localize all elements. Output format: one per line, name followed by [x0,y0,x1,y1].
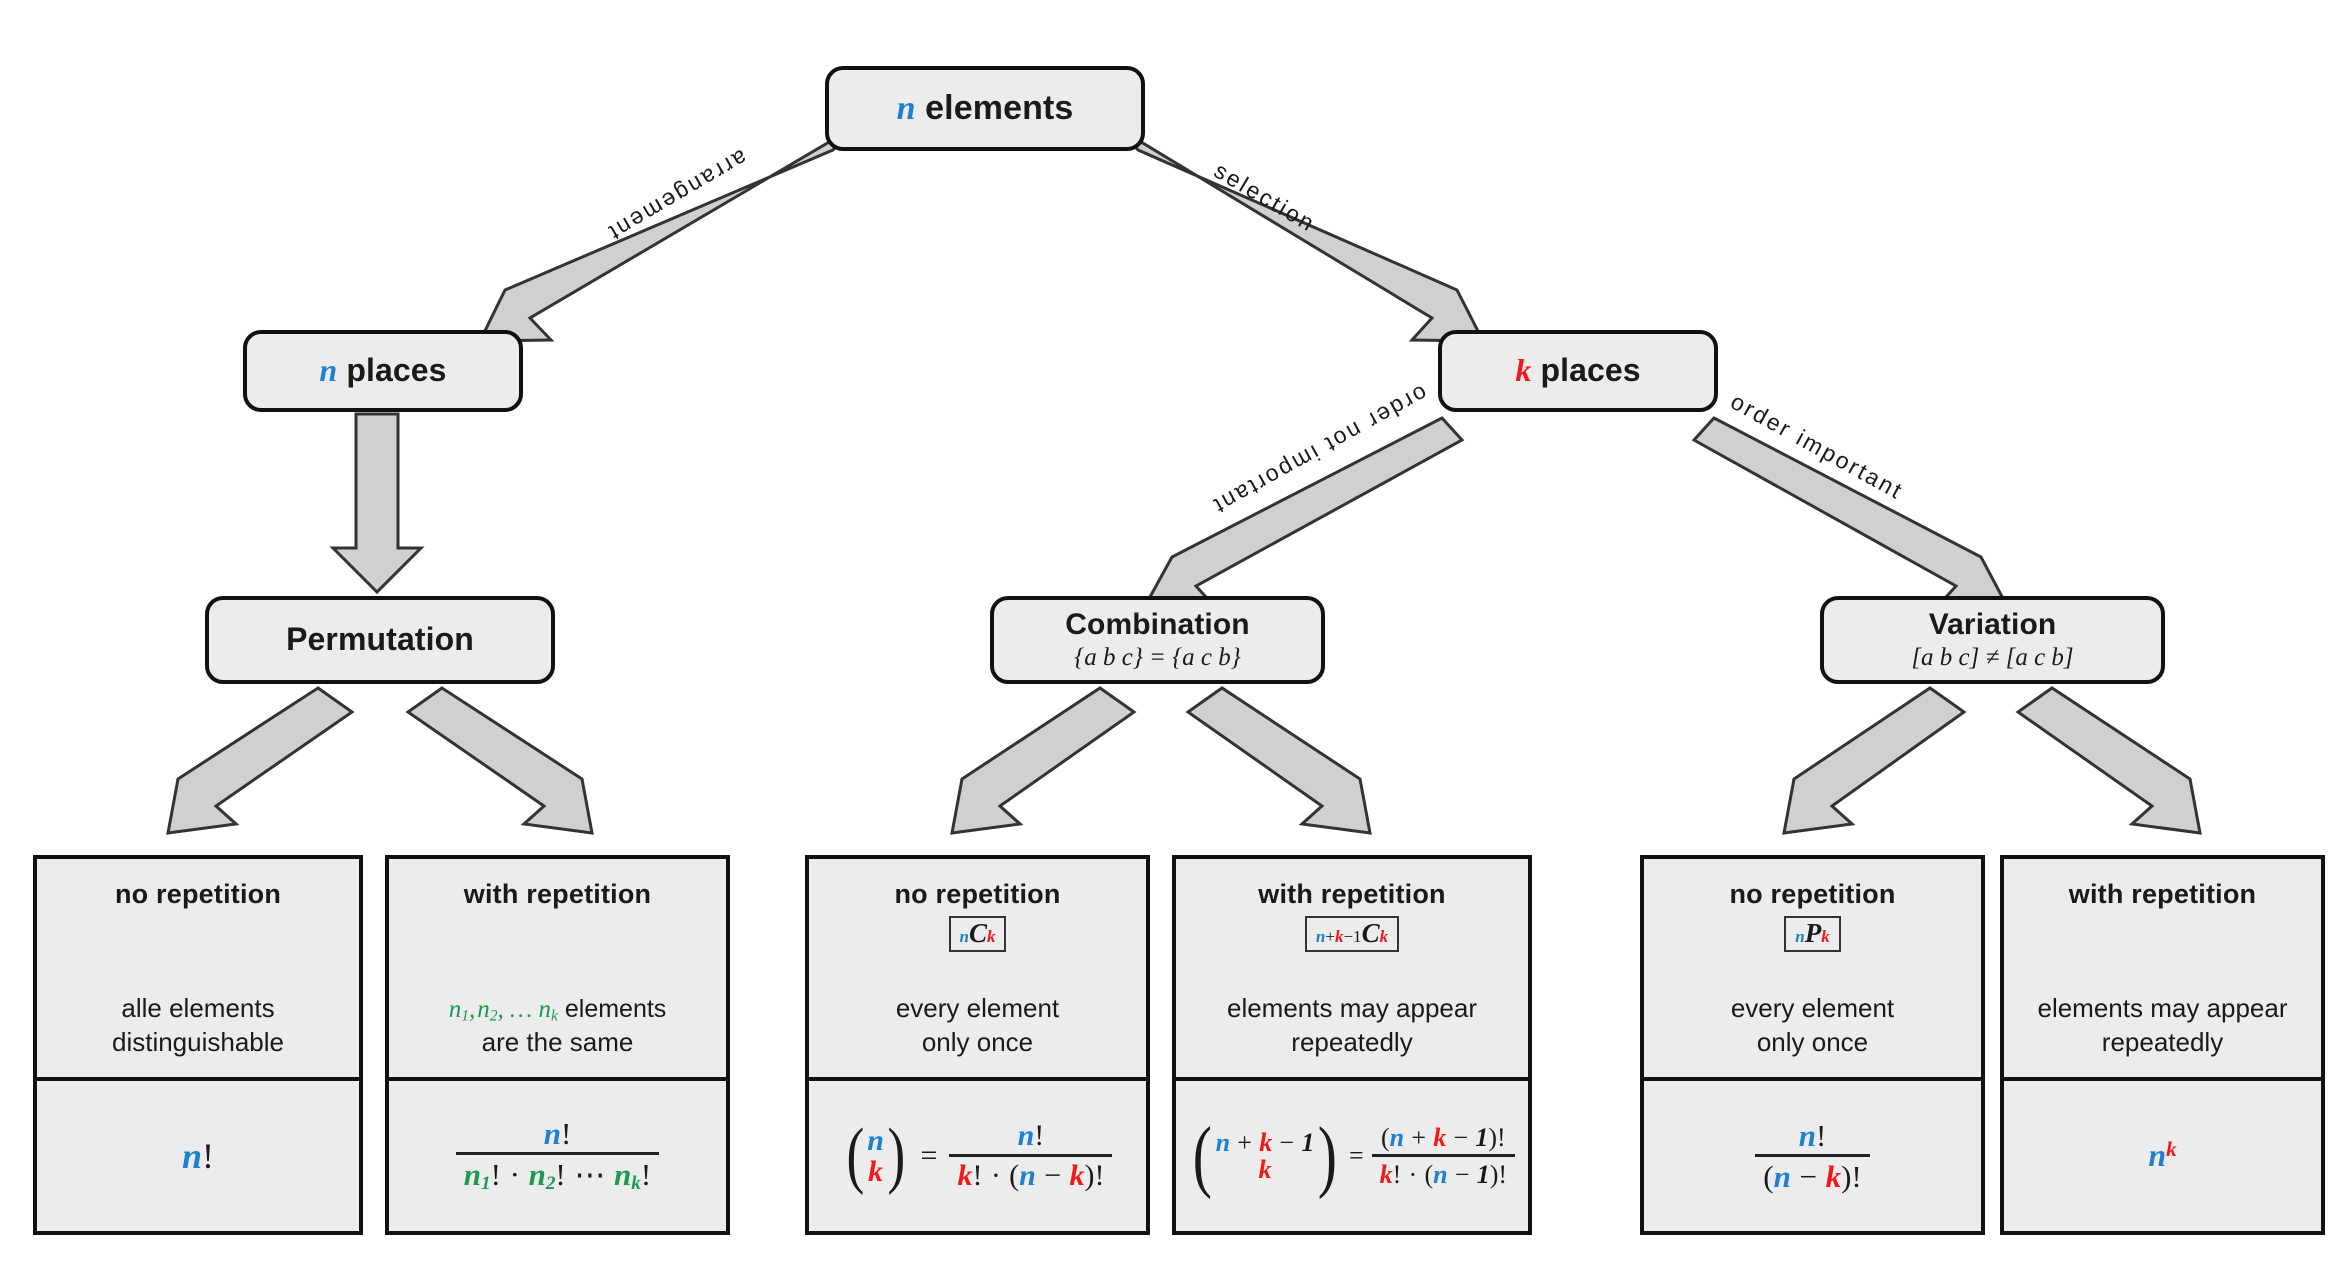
leaf-head: with repetition [1258,879,1446,909]
leaf-formula: n! n1! · n2! ⋯ nk! [389,1077,726,1231]
fraction: n! k! · (n − k)! [949,1118,1113,1193]
fraction-numerator: n! [1017,1118,1045,1152]
fraction-denominator: n1! · n2! ⋯ nk! [455,1152,660,1195]
fraction: n! (n − k)! [1755,1117,1870,1194]
arrow-combination-to-leaf-2 [950,686,1137,835]
leaf-variation-no-repetition[interactable]: no repetition nPk every element only onc… [1640,855,1985,1235]
power-n-to-k: nk [2148,1137,2177,1174]
leaf-description-line2: repeatedly [2101,1026,2224,1057]
fraction-denominator: (n − k)! [1755,1154,1870,1193]
fraction-denominator: k! · (n − k)! [949,1154,1113,1192]
binomial-coefficient: ( n k ) [845,1114,906,1197]
node-n-elements-label: elements [925,88,1074,127]
leaf-notation-nCk: nCk [948,916,1007,952]
leaf-permutation-no-repetition[interactable]: no repetition alle elements distinguisha… [33,855,363,1235]
variable-n: n [896,89,916,127]
leaf-head: no repetition [1729,879,1896,909]
arrow-n-places-to-permutation [329,412,425,595]
leaf-description-line2: are the same [481,1026,634,1057]
node-variation-example: [a b c] ≠ [a c b] [1911,643,2074,671]
node-n-elements[interactable]: n elements [825,66,1145,151]
arrow-k-places-to-variation [1691,416,2010,609]
leaf-description-line2: only once [1756,1026,1869,1057]
binomial-coefficient: ( n + k − 1 k ) [1192,1112,1338,1200]
node-k-places[interactable]: k places [1438,330,1718,412]
node-permutation[interactable]: Permutation [205,596,555,684]
symbol-factorial: ! [202,1136,215,1176]
leaf-combination-with-repetition[interactable]: with repetition n+k−1Ck elements may app… [1172,855,1532,1235]
leaf-description: alle elements distinguishable [37,992,359,1059]
leaf-formula: ( n + k − 1 k ) = (n + k − 1)! [1176,1077,1528,1231]
leaf-permutation-with-repetition[interactable]: with repetition n1, n2, … nk elements ar… [385,855,730,1235]
leaf-description: every element only once [809,992,1146,1059]
leaf-description: elements may appear repeatedly [1176,992,1528,1059]
leaf-formula: n! [37,1077,359,1231]
leaf-upper: no repetition nPk every element only onc… [1644,859,1981,1077]
fraction-numerator: n! [1798,1117,1827,1153]
leaf-variation-with-repetition[interactable]: with repetition elements may appear repe… [2000,855,2325,1235]
fraction: n! n1! · n2! ⋯ nk! [455,1115,660,1195]
node-combination[interactable]: Combination {a b c} = {a c b} [990,596,1325,684]
leaf-description-line1: elements may appear [2037,993,2288,1024]
arrow-root-to-n-places [477,126,855,343]
leaf-description-line1: n1, n2, … nk elements [448,994,667,1024]
leaf-description-line1: alle elements [121,993,275,1024]
leaf-description-line2: distinguishable [111,1026,284,1057]
leaf-upper: with repetition elements may appear repe… [2004,859,2321,1077]
leaf-description-line2: only once [921,1026,1034,1057]
leaf-head: with repetition [2068,879,2257,909]
fraction-numerator: (n + k − 1)! [1380,1122,1506,1152]
leaf-description-line1: elements may appear [1226,993,1478,1024]
leaf-formula: ( n k ) = n! k! · (n − [809,1077,1146,1231]
leaf-formula: n! (n − k)! [1644,1077,1981,1231]
leaf-upper: no repetition nCk every element only onc… [809,859,1146,1077]
symbol-equals: = [1348,1141,1364,1170]
node-n-elements-title: n elements [896,88,1074,127]
node-k-places-label: places [1540,352,1641,389]
node-permutation-title: Permutation [286,621,474,658]
leaf-notation-n-plus-k-minus-1-C-k: n+k−1Ck [1304,916,1400,952]
arrow-variation-to-leaf-5 [2015,686,2202,835]
variable-k: k [1515,352,1532,389]
leaf-notation-nPk: nPk [1784,916,1841,952]
leaf-upper: with repetition n+k−1Ck elements may app… [1176,859,1528,1077]
leaf-head: no repetition [894,879,1061,909]
fraction-numerator: n! [543,1115,572,1151]
arrow-permutation-to-leaf-0 [166,686,355,835]
leaf-description: n1, n2, … nk elements are the same [389,993,726,1060]
leaf-combination-no-repetition[interactable]: no repetition nCk every element only onc… [805,855,1150,1235]
node-variation-title: Variation [1928,608,2057,641]
node-variation[interactable]: Variation [a b c] ≠ [a c b] [1820,596,2165,684]
node-n-places-title: n places [319,352,447,389]
node-n-places-label: places [346,352,447,389]
leaf-formula: nk [2004,1077,2321,1231]
fraction-denominator: k! · (n − 1)! [1371,1154,1516,1189]
leaf-description: every element only once [1644,992,1981,1059]
leaf-description-line1: every element [895,993,1060,1024]
leaf-description-line2: repeatedly [1291,1026,1413,1057]
node-n-places[interactable]: n places [243,330,523,412]
leaf-upper: no repetition alle elements distinguisha… [37,859,359,1077]
leaf-description: elements may appear repeatedly [2004,992,2321,1059]
leaf-head: with repetition [463,879,652,909]
arrow-combination-to-leaf-3 [1185,686,1372,835]
node-k-places-title: k places [1515,352,1641,389]
variable-n: n [319,352,338,389]
symbol-equals: = [920,1139,938,1172]
arrow-permutation-to-leaf-1 [405,686,594,835]
leaf-head: no repetition [114,879,282,909]
node-combination-title: Combination [1065,608,1250,641]
leaf-description-line1: every element [1730,993,1895,1024]
node-combination-example: {a b c} = {a c b} [1074,643,1241,671]
leaf-upper: with repetition n1, n2, … nk elements ar… [389,859,726,1077]
symbol-n: n [181,1136,203,1176]
arrow-variation-to-leaf-4 [1782,686,1967,835]
fraction: (n + k − 1)! k! · (n − 1)! [1371,1122,1516,1189]
